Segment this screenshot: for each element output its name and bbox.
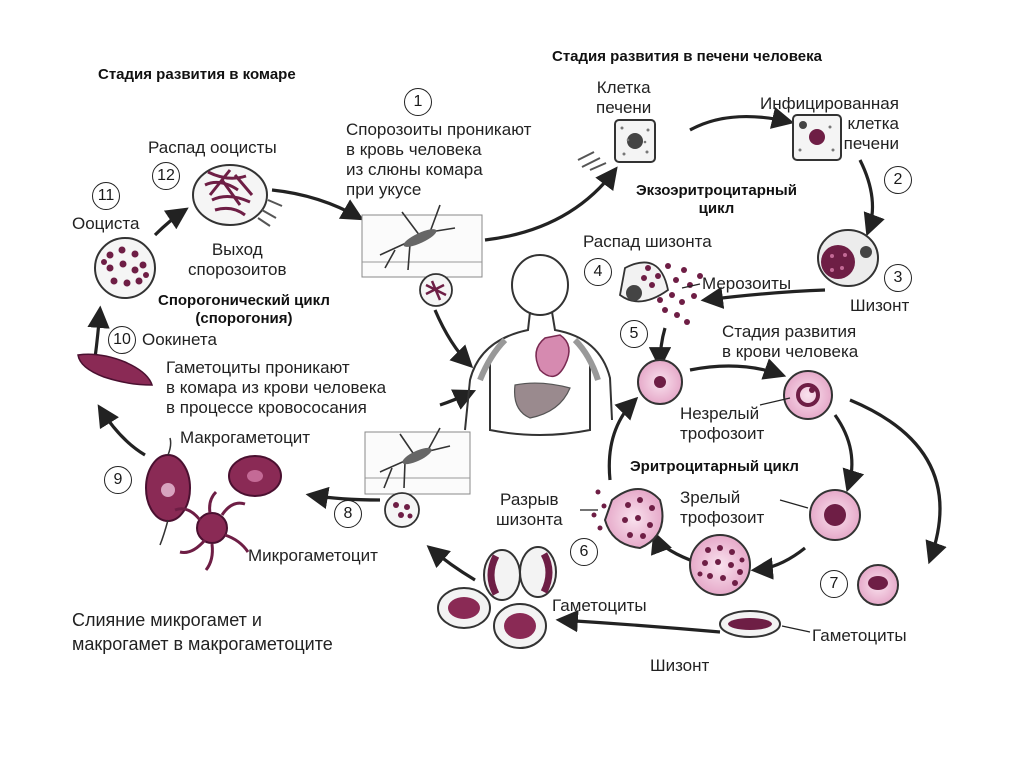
label-oocyst: Ооциста <box>72 214 140 233</box>
arrow-gametocytes-to-mosquito <box>426 545 476 582</box>
mature-trophozoite-cell <box>809 489 861 541</box>
sporozoite-cluster <box>577 151 607 171</box>
label-ookinete: Оокинета <box>142 330 217 349</box>
label-gametocytes-left: Гаметоциты <box>552 596 647 615</box>
human-body-outline <box>464 254 613 436</box>
blood-schizont <box>689 534 751 596</box>
schizont-rupture <box>591 488 664 550</box>
human-organs <box>477 334 601 419</box>
step-10: 10 <box>108 326 136 354</box>
label-schizont-breakdown: Распад шизонта <box>583 232 712 251</box>
oocyst-breakdown <box>192 164 283 227</box>
arrow-to-schizont <box>750 546 806 580</box>
heading-erythro-cycle: Эритроцитарный цикл <box>630 458 799 475</box>
arrow-ookinete-to-oocyst <box>87 305 110 359</box>
step-8: 8 <box>334 500 362 528</box>
macrogametocyte <box>228 455 282 497</box>
label-fusion: Слияние микрогамет и макрогамет в макрог… <box>72 610 333 654</box>
arrow-to-mature <box>833 414 865 493</box>
arrow-bite-to-liver <box>484 166 618 242</box>
liver-cell <box>614 119 656 163</box>
heading-exo-cycle: Экзоэритроцитарный цикл <box>636 182 797 217</box>
mosquito-bite-frame-bottom <box>364 427 471 495</box>
step-9: 9 <box>104 466 132 494</box>
label-mature-trophozoite: Зрелый трофозоит <box>680 488 765 527</box>
macrogametocyte-left <box>145 437 191 546</box>
arrow-to-rupture <box>650 530 691 562</box>
arrow-rbc-to-trophozoite <box>689 358 787 380</box>
label-sporozoite-exit: Выход спорозоитов <box>188 240 287 279</box>
arrow-gametocytes-left <box>555 609 721 634</box>
label-blood-stage: Стадия развития в крови человека <box>722 322 859 361</box>
label-infected-cell: Инфицированная клетка печени <box>760 94 899 153</box>
step-1: 1 <box>404 88 432 116</box>
step-7: 7 <box>820 570 848 598</box>
label-schizont-liver: Шизонт <box>850 296 910 315</box>
immature-trophozoite-cell <box>783 370 833 420</box>
schizont-breakdown <box>619 261 703 325</box>
step-2: 2 <box>884 166 912 194</box>
step-5: 5 <box>620 320 648 348</box>
liver-schizont <box>817 229 879 287</box>
gametocyte-cell-right <box>857 564 899 606</box>
step-4: 4 <box>584 258 612 286</box>
label-schizont-rupture: Разрыв шизонта <box>496 490 563 529</box>
heading-sporogonic-cycle: Спорогонический цикл (спорогония) <box>158 292 330 327</box>
step-6: 6 <box>570 538 598 566</box>
label-gametocytes-enter: Гаметоциты проникают в комара из крови ч… <box>166 358 387 417</box>
label-gametocytes-right: Гаметоциты <box>812 626 907 645</box>
heading-mosquito-stage: Стадия развития в комаре <box>98 66 296 83</box>
label-immature-trophozoite: Незрелый трофозоит <box>680 404 765 443</box>
arrow-oocyst-to-breakdown <box>153 207 189 237</box>
rbc-merozoite <box>637 359 683 405</box>
step-12: 12 <box>152 162 180 190</box>
arrow-rupture-to-rbc <box>607 396 639 481</box>
arrow-bite-to-human <box>433 309 474 369</box>
label-microgametocyte: Микрогаметоцит <box>248 546 378 565</box>
arrow-oocyst-to-bite <box>271 188 364 221</box>
oocyst <box>94 237 156 299</box>
gametocyte-in-mosquito <box>384 492 420 528</box>
arrow-liver-to-infected <box>689 107 795 132</box>
arrow-to-gametocyte <box>849 398 947 565</box>
arrow-gametes-to-ookinete <box>97 404 146 457</box>
label-liver-cell: Клетка печени <box>596 78 652 117</box>
step-11: 11 <box>92 182 120 210</box>
arrow-mosquito-to-gametes <box>305 486 381 509</box>
label-oocyst-breakdown: Распад ооцисты <box>148 138 277 157</box>
arrow-schizont-to-merozoites <box>700 286 826 309</box>
gametocyte-crescent-right <box>719 610 781 638</box>
ookinete <box>77 353 154 386</box>
sporozoite-cell <box>419 273 453 307</box>
gametocyte-crescents-left <box>437 546 557 649</box>
heading-liver-stage: Стадия развития в печени человека <box>552 48 822 65</box>
label-merozoites: Мерозоиты <box>702 274 792 293</box>
leader-lines <box>580 283 811 633</box>
label-macrogametocyte: Макрогаметоцит <box>180 428 311 447</box>
cycle-arrows <box>87 107 947 634</box>
microgametocyte <box>174 490 250 571</box>
arrow-infected-to-schizont <box>858 159 885 237</box>
label-sporozoites-enter: Спорозоиты проникают в кровь человека из… <box>346 120 532 199</box>
step-3: 3 <box>884 264 912 292</box>
mosquito-bite-frame-top <box>361 204 483 278</box>
label-schizont-blood: Шизонт <box>650 656 710 675</box>
infected-liver-cell <box>792 114 842 161</box>
